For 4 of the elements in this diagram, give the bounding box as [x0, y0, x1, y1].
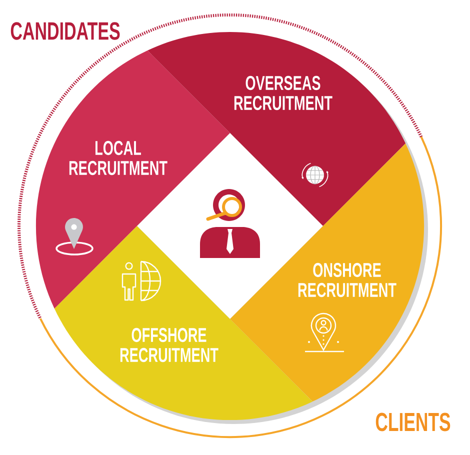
corner-label: CANDIDATES — [10, 22, 120, 40]
quadrant-segment: ONSHORE RECRUITMENT — [230, 143, 424, 402]
corner-label: CLIENTS — [376, 412, 450, 432]
quadrant-segment: LOCAL RECRUITMENT — [36, 50, 230, 309]
